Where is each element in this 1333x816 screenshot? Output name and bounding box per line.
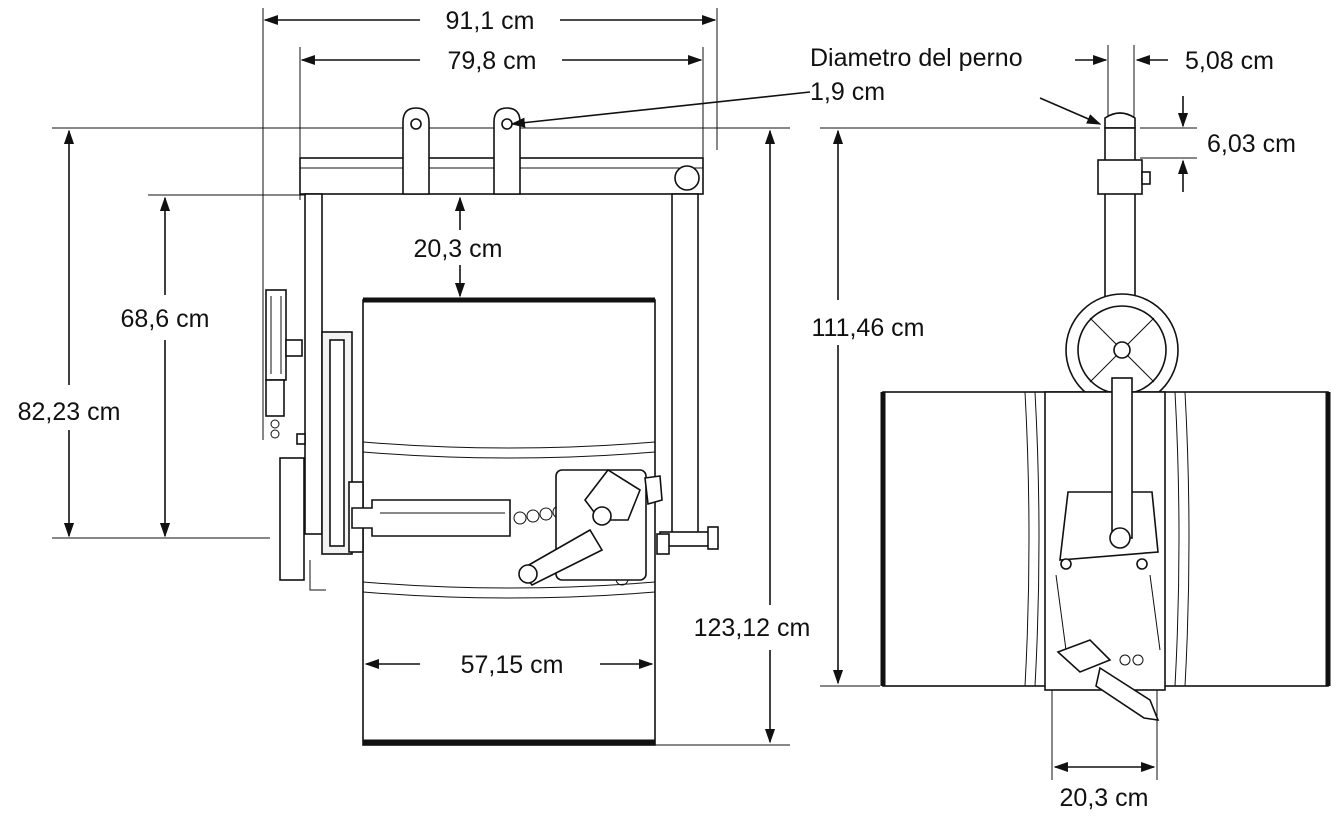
pin-diameter-label: Diametro del perno bbox=[810, 44, 1023, 72]
dim-overall-width: 91,1 cm bbox=[446, 7, 535, 35]
dim-frame-width: 79,8 cm bbox=[448, 47, 537, 75]
side-view: 5,08 cm Diametro del perno 1,9 cm 6,03 c… bbox=[810, 44, 1331, 812]
hand-chain bbox=[265, 289, 306, 445]
dim-overall-height: 123,12 cm bbox=[694, 614, 811, 642]
dim-frame-height: 82,23 cm bbox=[18, 398, 121, 426]
dim-height-to-drum-top: 68,6 cm bbox=[121, 305, 210, 333]
dim-side-clamp-width: 20,3 cm bbox=[1060, 784, 1149, 812]
front-view: 91,1 cm 79,8 cm 20,3 cm 68,6 cm 82,23 cm… bbox=[18, 7, 811, 746]
dim-side-height: 111,46 cm bbox=[811, 314, 924, 342]
dim-bracket-height: 6,03 cm bbox=[1207, 130, 1296, 158]
dim-bracket-width: 5,08 cm bbox=[1185, 47, 1274, 75]
pin-diameter-value: 1,9 cm bbox=[810, 78, 885, 106]
dim-drum-width: 57,15 cm bbox=[461, 651, 564, 679]
dim-clearance-top: 20,3 cm bbox=[414, 235, 503, 263]
